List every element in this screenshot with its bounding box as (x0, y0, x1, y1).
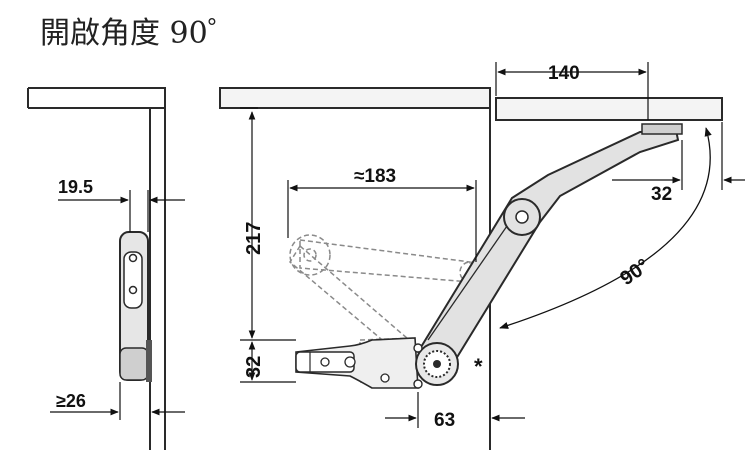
asterisk-marker: * (474, 354, 483, 379)
side-view (27, 87, 166, 450)
lift-arm (416, 123, 683, 374)
dim-label-90-degrees: 90° (616, 255, 653, 290)
dim-offset (385, 392, 525, 428)
dim-label-140: 140 (548, 63, 580, 84)
dim-min-depth (50, 382, 185, 420)
mounting-plate (295, 337, 419, 389)
opening-angle-arc (499, 127, 712, 329)
lid-panel (495, 97, 723, 121)
dim-label-217: 217 (243, 222, 265, 255)
dim-label-32-pivot: 32 (651, 184, 672, 205)
dim-mount-height (240, 341, 296, 383)
dim-reach (287, 180, 477, 262)
dim-panel-thickness (58, 190, 185, 232)
dim-label-183: ≈183 (354, 166, 396, 187)
hinge-side-part (119, 231, 152, 382)
dim-lid-width (495, 62, 649, 120)
dim-height (240, 107, 296, 341)
cabinet-top-panel-front (219, 87, 491, 109)
diagram-title: 開啟角度 90゜ (40, 16, 238, 51)
dim-label-min-26: ≥26 (56, 391, 86, 411)
dim-label-63: 63 (434, 410, 455, 431)
dim-label-32-mount: 32 (243, 356, 265, 378)
dim-label-19.5: 19.5 (58, 177, 93, 197)
gear-pivot (413, 342, 459, 389)
front-view (219, 87, 723, 450)
cabinet-top-panel (28, 87, 166, 109)
